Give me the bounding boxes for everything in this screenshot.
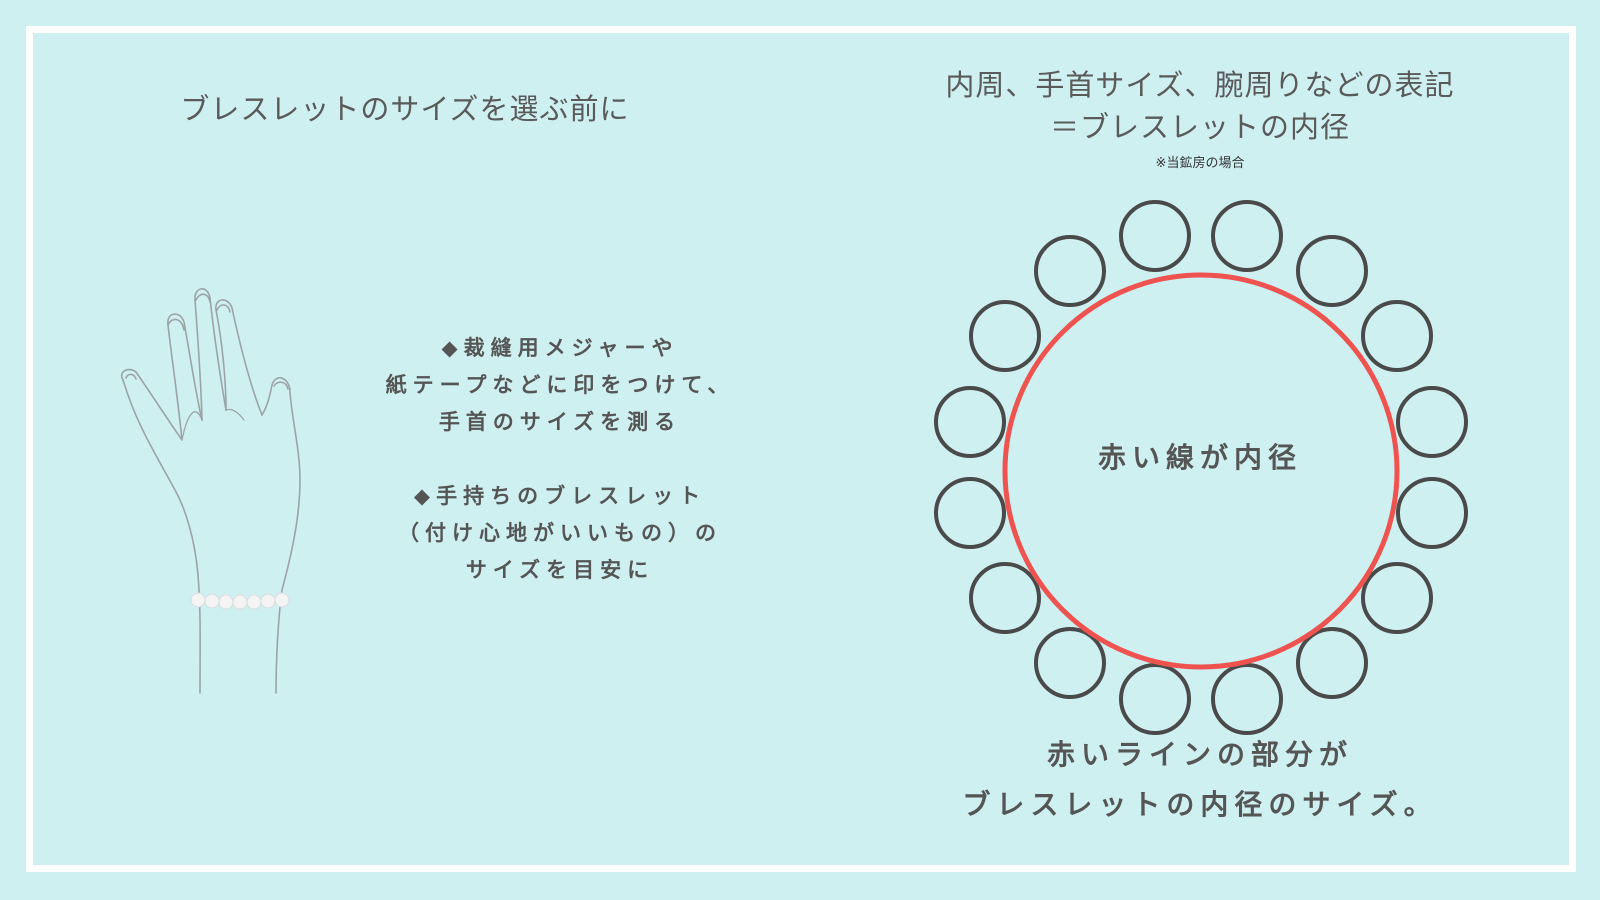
bead	[1296, 627, 1368, 699]
bead	[1211, 663, 1283, 735]
page-frame	[26, 26, 1576, 872]
right-title-line2: ＝ブレスレットの内径	[1049, 110, 1350, 144]
instruction-line: 手首のサイズを測る	[438, 410, 682, 434]
bead	[1296, 235, 1368, 307]
caption: 赤いラインの部分が ブレスレットの内径のサイズ。	[920, 730, 1480, 830]
bead	[1211, 200, 1283, 272]
pearl-bracelet	[190, 592, 290, 610]
right-title: 内周、手首サイズ、腕周りなどの表記 ＝ブレスレットの内径	[900, 64, 1500, 148]
bead	[1119, 663, 1191, 735]
left-title: ブレスレットのサイズを選ぶ前に	[180, 92, 630, 126]
instruction-line: （付け心地がいいもの）の	[398, 521, 722, 545]
hand-wrist-illustration	[120, 288, 301, 694]
bead	[1034, 627, 1106, 699]
bead	[934, 477, 1006, 549]
bead	[1396, 477, 1468, 549]
bead	[969, 562, 1041, 634]
bead	[934, 386, 1006, 458]
instruction-line: ◆手持ちのブレスレット	[413, 484, 707, 508]
bead	[1361, 300, 1433, 372]
instructions: ◆裁縫用メジャーや 紙テープなどに印をつけて、 手首のサイズを測る ◆手持ちのブ…	[360, 330, 760, 589]
instruction-line: 紙テープなどに印をつけて、	[385, 373, 735, 397]
instruction-line: サイズを目安に	[465, 558, 655, 582]
caption-line2: ブレスレットの内径のサイズ。	[962, 788, 1438, 821]
caption-line1: 赤いラインの部分が	[1046, 738, 1353, 771]
inner-diameter-red-circle	[1002, 272, 1400, 670]
bead	[1396, 386, 1468, 458]
instruction-line: ◆裁縫用メジャーや	[441, 336, 679, 360]
bead	[1361, 562, 1433, 634]
right-title-line1: 内周、手首サイズ、腕周りなどの表記	[945, 68, 1455, 102]
note: ※当鉱房の場合	[1155, 156, 1245, 171]
bead	[1034, 235, 1106, 307]
bead	[1119, 200, 1191, 272]
bead	[969, 300, 1041, 372]
bead-ring-diagram	[934, 200, 1468, 735]
center-label: 赤い線が内径	[1097, 441, 1302, 474]
